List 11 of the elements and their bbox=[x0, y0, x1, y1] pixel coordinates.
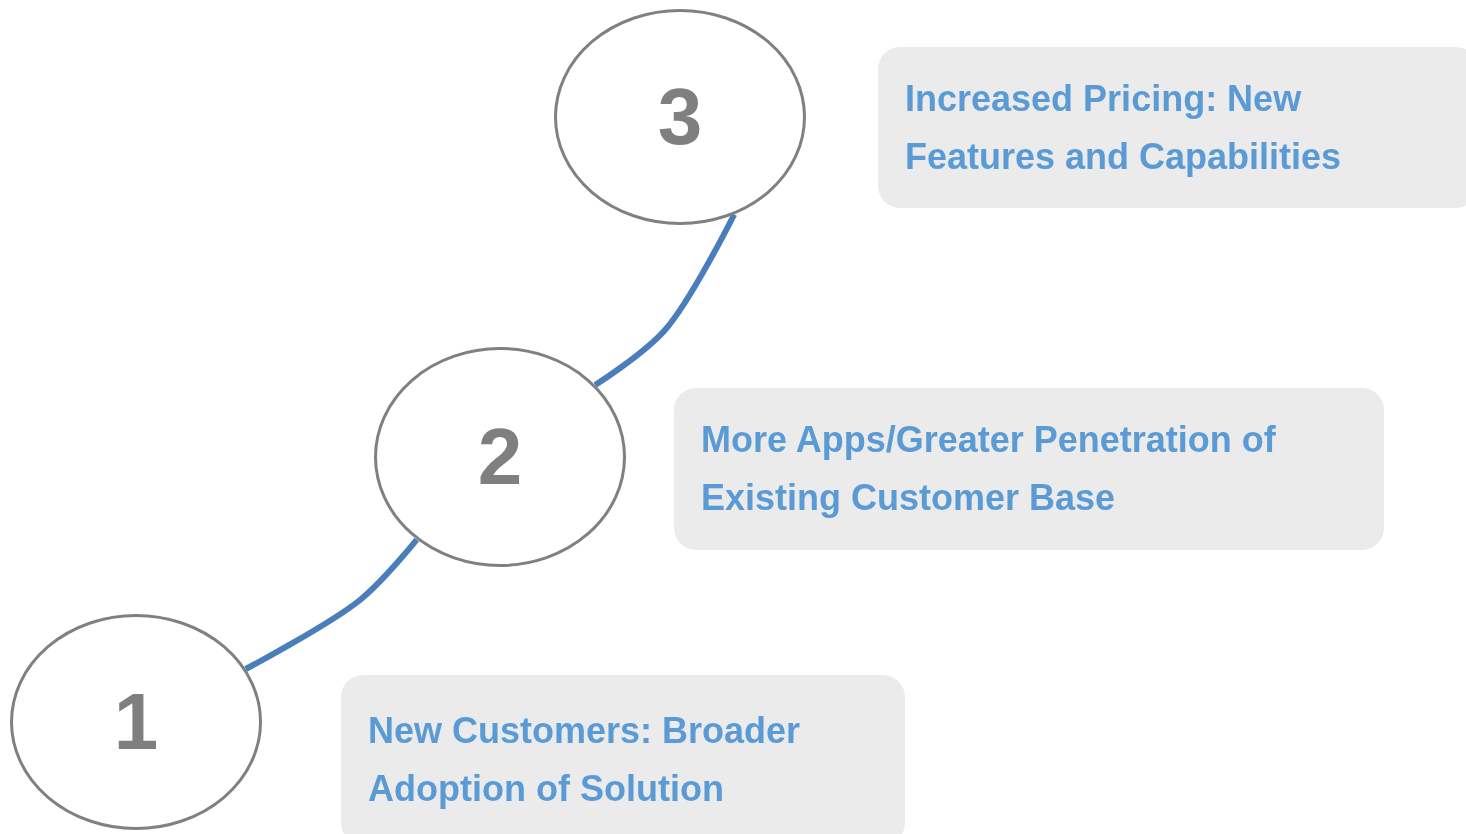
step-number: 3 bbox=[657, 77, 703, 157]
step-circle bbox=[10, 614, 262, 830]
card-text: More Apps/Greater Penetration of Existing Customer Base bbox=[701, 418, 1277, 520]
connector-line bbox=[593, 213, 737, 388]
card-text: Increased Pricing: New Features and Capabilities bbox=[905, 76, 1343, 179]
step-number: 1 bbox=[113, 682, 159, 762]
step-circle bbox=[374, 347, 626, 567]
connector-line bbox=[244, 537, 420, 672]
step-number: 2 bbox=[477, 417, 523, 497]
card-text: New Customers: Broader Adoption of Solution bbox=[368, 709, 802, 811]
step-circle bbox=[554, 9, 806, 225]
